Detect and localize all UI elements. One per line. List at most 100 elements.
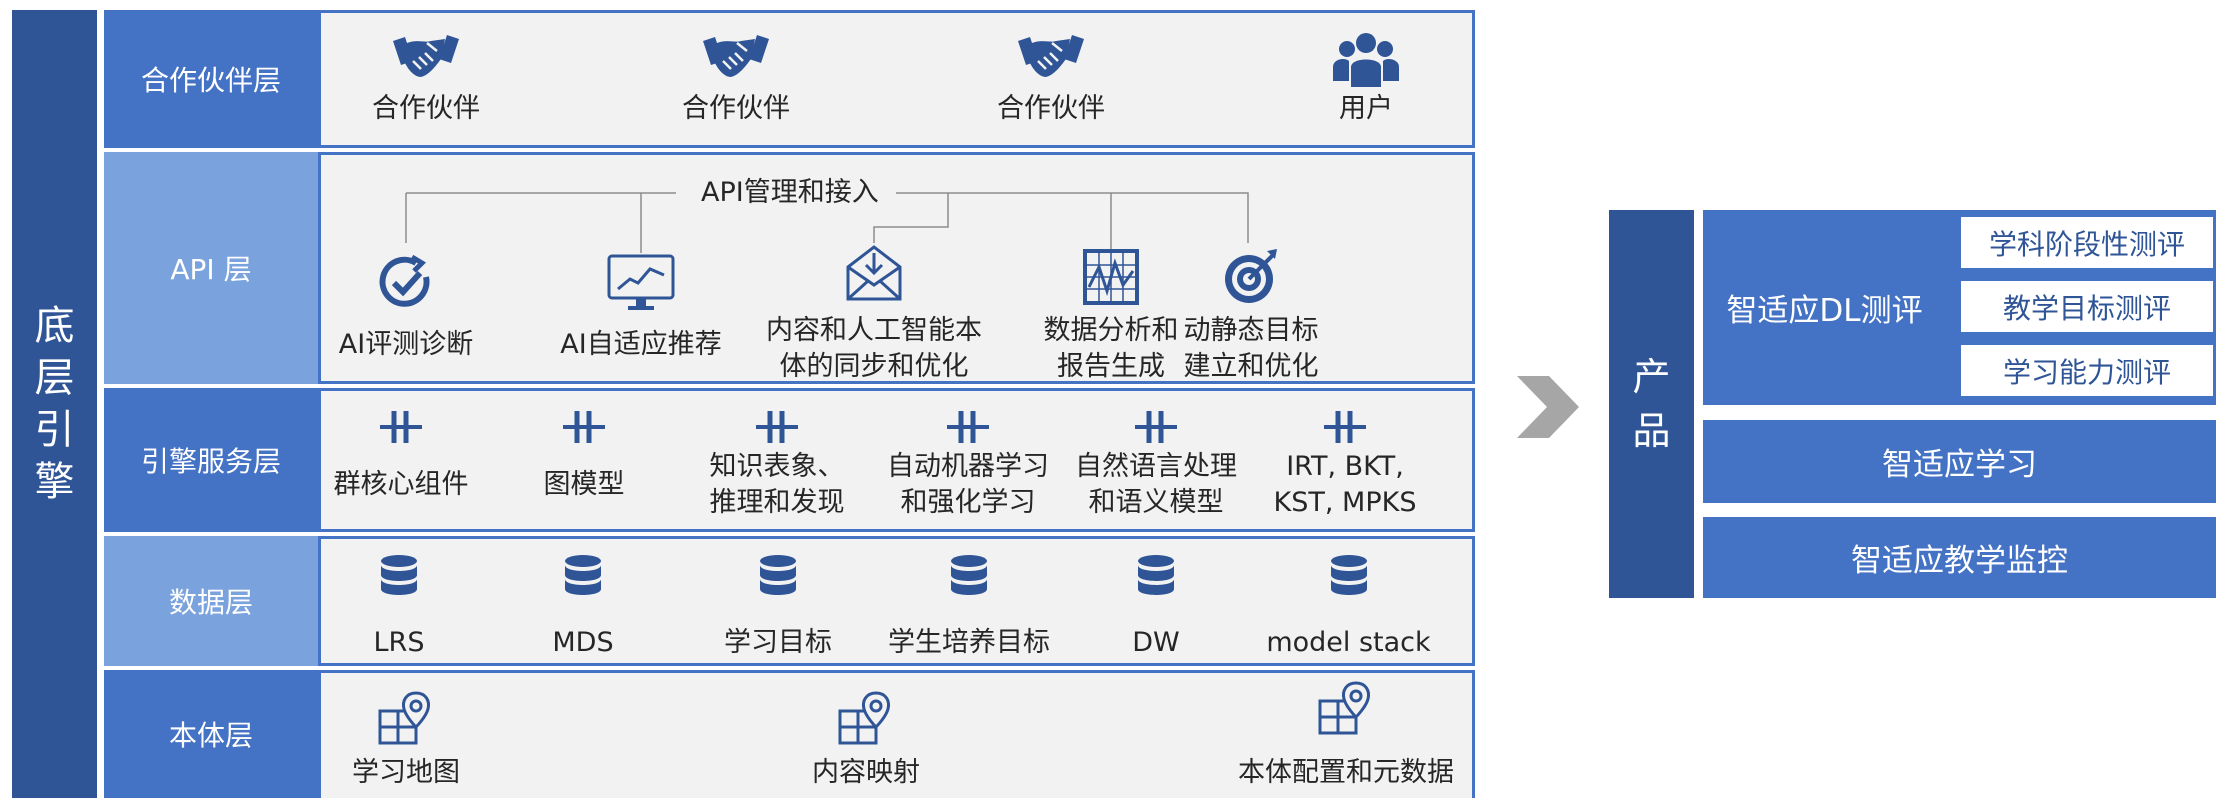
engine-title: 底层引擎 xyxy=(34,303,75,505)
service-label-line2: 和强化学习 xyxy=(900,487,1036,518)
envelope-download-icon xyxy=(844,243,904,303)
api-connector-lines xyxy=(405,192,1249,253)
handshake-icon xyxy=(701,31,771,91)
sub-eval-ability: 学习能力测评 xyxy=(1958,342,2216,399)
user-item: 用户 xyxy=(1256,31,1476,127)
layer-label-partner: 合作伙伴层 xyxy=(104,10,318,148)
data-label: MDS xyxy=(552,627,614,658)
service-item: 知识表象、 推理和发现 xyxy=(687,407,867,521)
partner-label: 合作伙伴 xyxy=(997,93,1105,124)
map-pin-icon xyxy=(376,689,436,749)
ontology-label: 本体配置和元数据 xyxy=(1238,757,1454,788)
products-label: 产品 xyxy=(1609,210,1694,598)
product-dl-eval: 智适应DL测评 xyxy=(1703,210,1946,405)
api-label: AI自适应推荐 xyxy=(560,329,722,360)
partner-panel: 合作伙伴 合作伙伴 合作伙伴 用户 xyxy=(318,10,1475,148)
data-item: LRS xyxy=(309,553,489,661)
service-item: 自动机器学习 和强化学习 xyxy=(878,407,1058,521)
service-item: 图模型 xyxy=(494,407,674,503)
target-icon xyxy=(1221,247,1281,307)
api-item: AI自适应推荐 xyxy=(546,253,736,363)
api-item: 内容和人工智能本 体的同步和优化 xyxy=(759,243,989,385)
sub-eval-teaching: 教学目标测评 xyxy=(1958,278,2216,335)
data-item: 学生培养目标 xyxy=(869,553,1069,661)
monitor-chart-icon xyxy=(606,253,676,313)
api-label-line1: 数据分析和 xyxy=(1043,315,1179,346)
ontology-label: 内容映射 xyxy=(812,757,920,788)
service-item: IRT, BKT, KST, MPKS xyxy=(1255,407,1435,521)
ontology-panel: 学习地图 内容映射 本体配置和元数据 xyxy=(318,670,1475,798)
layer-label-data: 数据层 xyxy=(104,536,318,666)
ontology-item: 本体配置和元数据 xyxy=(1226,679,1466,791)
api-label: AI评测诊断 xyxy=(338,329,474,360)
data-label: LRS xyxy=(373,627,425,658)
database-icon xyxy=(1136,553,1176,603)
module-icon xyxy=(943,407,993,447)
module-icon xyxy=(559,407,609,447)
database-icon xyxy=(1329,553,1369,603)
module-icon xyxy=(1131,407,1181,447)
ontology-item: 内容映射 xyxy=(771,689,961,791)
map-pin-icon xyxy=(836,689,896,749)
database-icon xyxy=(379,553,419,603)
api-label-line2: 建立和优化 xyxy=(1183,351,1319,382)
users-icon xyxy=(1331,31,1401,91)
data-label: DW xyxy=(1132,627,1180,658)
service-label-line1: IRT, BKT, xyxy=(1286,451,1404,482)
ontology-item: 学习地图 xyxy=(311,689,501,791)
database-icon xyxy=(563,553,603,603)
partner-item: 合作伙伴 xyxy=(321,31,531,127)
layer-label-service: 引擎服务层 xyxy=(104,388,318,532)
service-label: 群核心组件 xyxy=(333,469,469,500)
service-label-line1: 知识表象、 xyxy=(709,451,845,482)
data-label: 学习目标 xyxy=(724,627,832,658)
api-item: AI评测诊断 xyxy=(311,253,501,363)
partner-label: 合作伙伴 xyxy=(372,93,480,124)
report-chart-icon xyxy=(1081,247,1141,307)
api-label-line1: 动静态目标 xyxy=(1183,315,1319,346)
sub-eval-stage: 学科阶段性测评 xyxy=(1958,214,2216,271)
api-management-title: API管理和接入 xyxy=(691,175,889,211)
check-refresh-icon xyxy=(376,253,436,313)
ontology-label: 学习地图 xyxy=(352,757,460,788)
partner-label: 合作伙伴 xyxy=(682,93,790,124)
database-icon xyxy=(758,553,798,603)
data-item: 学习目标 xyxy=(688,553,868,661)
module-icon xyxy=(376,407,426,447)
data-item: DW xyxy=(1066,553,1246,661)
api-label-line2: 报告生成 xyxy=(1057,351,1165,382)
api-label-line1: 内容和人工智能本 xyxy=(766,315,982,346)
layer-label-api: API 层 xyxy=(104,152,318,384)
data-item: model stack xyxy=(1241,553,1456,661)
map-pin-icon xyxy=(1316,679,1376,739)
data-label: 学生培养目标 xyxy=(888,627,1050,658)
product-learning: 智适应学习 xyxy=(1703,420,2216,503)
service-label-line1: 自动机器学习 xyxy=(887,451,1049,482)
handshake-icon xyxy=(391,31,461,91)
service-label-line2: KST, MPKS xyxy=(1273,487,1417,518)
data-label: model stack xyxy=(1266,627,1431,658)
data-item: MDS xyxy=(493,553,673,661)
api-item: 数据分析和 报告生成 xyxy=(1021,247,1201,385)
layer-label-ontology: 本体层 xyxy=(104,670,318,798)
service-item: 群核心组件 xyxy=(301,407,501,503)
service-panel: 群核心组件 图模型 知识表象、 推理和发现 自动机器学习 和强化学习 自然语言处… xyxy=(318,388,1475,532)
data-panel: LRS MDS 学习目标 学生培养目标 DW model stack xyxy=(318,536,1475,666)
api-label-line2: 体的同步和优化 xyxy=(779,351,969,382)
database-icon xyxy=(949,553,989,603)
products-title: 产品 xyxy=(1632,355,1671,453)
user-label: 用户 xyxy=(1339,93,1393,124)
service-label-line2: 推理和发现 xyxy=(709,487,845,518)
partner-item: 合作伙伴 xyxy=(941,31,1161,127)
service-label-line1: 自然语言处理 xyxy=(1075,451,1237,482)
handshake-icon xyxy=(1016,31,1086,91)
api-panel: API管理和接入 AI评测诊断 AI自适应推荐 内容和人工智能本 体的同步和优化… xyxy=(318,152,1475,384)
service-item: 自然语言处理 和语义模型 xyxy=(1066,407,1246,521)
product-monitoring: 智适应教学监控 xyxy=(1703,517,2216,598)
engine-label: 底层引擎 xyxy=(12,10,97,798)
service-label-line2: 和语义模型 xyxy=(1088,487,1224,518)
module-icon xyxy=(1320,407,1370,447)
partner-item: 合作伙伴 xyxy=(626,31,846,127)
chevron-right-icon xyxy=(1517,376,1579,438)
api-item: 动静态目标 建立和优化 xyxy=(1161,247,1341,385)
